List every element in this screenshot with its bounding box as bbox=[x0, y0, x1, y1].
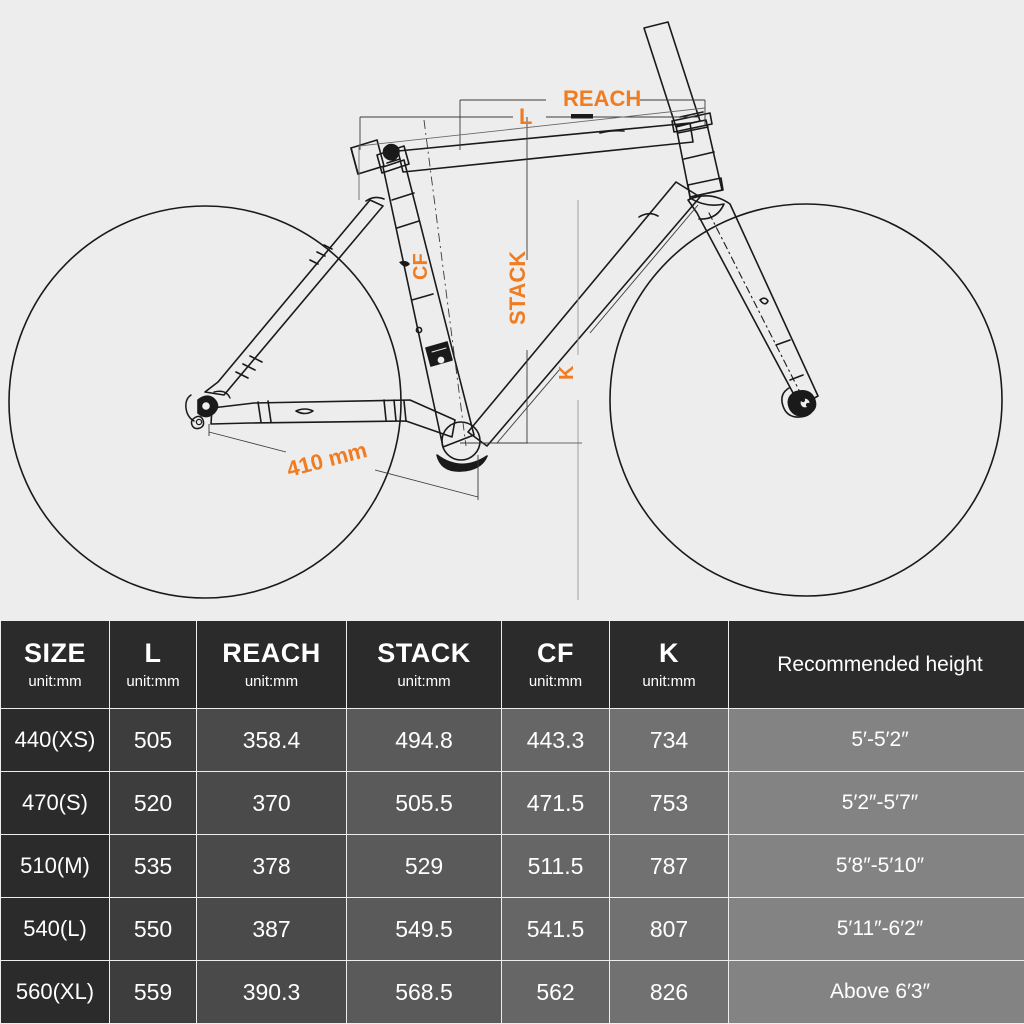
cell-recommended-height: 5′11″-6′2″ bbox=[728, 897, 1024, 961]
rear-dropout bbox=[185, 390, 231, 430]
cell-stack: 549.5 bbox=[346, 897, 502, 961]
cell-cf: 471.5 bbox=[501, 771, 610, 835]
cell-recommended-height: 5′2″-5′7″ bbox=[728, 771, 1024, 835]
cell-l: 535 bbox=[109, 834, 197, 898]
label-stack: STACK bbox=[505, 251, 530, 325]
header-row: SIZE unit:mm L unit:mm REACH unit:mm STA… bbox=[0, 620, 1024, 709]
cell-cf: 443.3 bbox=[501, 708, 610, 772]
cell-stack: 568.5 bbox=[346, 960, 502, 1024]
header-stack-abbr: STACK bbox=[377, 638, 471, 668]
cell-reach: 378 bbox=[196, 834, 347, 898]
header-cf: CF unit:mm bbox=[501, 620, 610, 709]
header-l-unit: unit:mm bbox=[126, 673, 180, 690]
header-k-abbr: K bbox=[659, 638, 679, 668]
top-tube bbox=[397, 122, 694, 173]
cell-cf: 541.5 bbox=[501, 897, 610, 961]
header-size-abbr: SIZE bbox=[23, 638, 86, 668]
header-cf-abbr: CF bbox=[537, 638, 574, 668]
cell-size: 440(XS) bbox=[0, 708, 110, 772]
seat-stay bbox=[204, 196, 385, 396]
frame-hardware-details bbox=[425, 341, 453, 367]
rear-brake-detail bbox=[309, 244, 333, 265]
header-stack-unit: unit:mm bbox=[397, 673, 451, 690]
cell-size: 470(S) bbox=[0, 771, 110, 835]
header-k-unit: unit:mm bbox=[642, 673, 696, 690]
cell-reach: 387 bbox=[196, 897, 347, 961]
front-wheel-outline bbox=[609, 203, 1003, 597]
cell-k: 826 bbox=[609, 960, 729, 1024]
cell-cf: 511.5 bbox=[501, 834, 610, 898]
cell-l: 550 bbox=[109, 897, 197, 961]
cell-k: 807 bbox=[609, 897, 729, 961]
cell-reach: 370 bbox=[196, 771, 347, 835]
seat-tube bbox=[382, 159, 475, 448]
header-cf-unit: unit:mm bbox=[528, 673, 583, 690]
cell-k: 787 bbox=[609, 834, 729, 898]
header-size: SIZE unit:mm bbox=[0, 620, 110, 709]
label-l: L bbox=[519, 104, 532, 129]
header-l: L unit:mm bbox=[109, 620, 197, 709]
cell-recommended-height: 5′-5′2″ bbox=[728, 708, 1024, 772]
cell-l: 520 bbox=[109, 771, 197, 835]
header-recommended-height: Recommended height bbox=[728, 620, 1024, 709]
seat-post-top bbox=[350, 139, 385, 175]
header-reach: REACH unit:mm bbox=[196, 620, 347, 709]
label-k: K bbox=[556, 365, 578, 380]
frame-geometry-diagram: REACH L STACK CF K 410 mm bbox=[0, 0, 1024, 620]
header-reach-unit: unit:mm bbox=[244, 673, 299, 690]
cell-size: 540(L) bbox=[0, 897, 110, 961]
header-k: K unit:mm bbox=[609, 620, 729, 709]
header-recommended-height-label: Recommended height bbox=[777, 653, 983, 676]
cell-stack: 529 bbox=[346, 834, 502, 898]
rear-wheel-outline bbox=[8, 205, 402, 599]
cell-l: 559 bbox=[109, 960, 197, 1024]
cell-stack: 505.5 bbox=[346, 771, 502, 835]
header-stack: STACK unit:mm bbox=[346, 620, 502, 709]
cell-l: 505 bbox=[109, 708, 197, 772]
diagram-background bbox=[0, 0, 1024, 620]
cell-size: 510(M) bbox=[0, 834, 110, 898]
cell-cf: 562 bbox=[501, 960, 610, 1024]
cell-stack: 494.8 bbox=[346, 708, 502, 772]
header-size-unit: unit:mm bbox=[28, 673, 82, 690]
front-dropout bbox=[781, 387, 817, 418]
label-reach: REACH bbox=[563, 86, 641, 111]
cell-recommended-height: 5′8″-5′10″ bbox=[728, 834, 1024, 898]
dimension-lines bbox=[208, 99, 706, 600]
geometry-spec-table: SIZE unit:mm L unit:mm REACH unit:mm STA… bbox=[0, 620, 1024, 1024]
steerer-tube bbox=[643, 21, 704, 128]
cell-recommended-height: Above 6′3″ bbox=[728, 960, 1024, 1024]
table-header: SIZE unit:mm L unit:mm REACH unit:mm STA… bbox=[0, 620, 1024, 709]
cell-reach: 390.3 bbox=[196, 960, 347, 1024]
label-cf: CF bbox=[410, 253, 432, 280]
cell-k: 734 bbox=[609, 708, 729, 772]
cell-k: 753 bbox=[609, 771, 729, 835]
cell-size: 560(XL) bbox=[0, 960, 110, 1024]
cell-reach: 358.4 bbox=[196, 708, 347, 772]
chain-stay bbox=[210, 399, 456, 438]
header-reach-abbr: REACH bbox=[222, 638, 321, 668]
header-l-abbr: L bbox=[144, 638, 162, 668]
